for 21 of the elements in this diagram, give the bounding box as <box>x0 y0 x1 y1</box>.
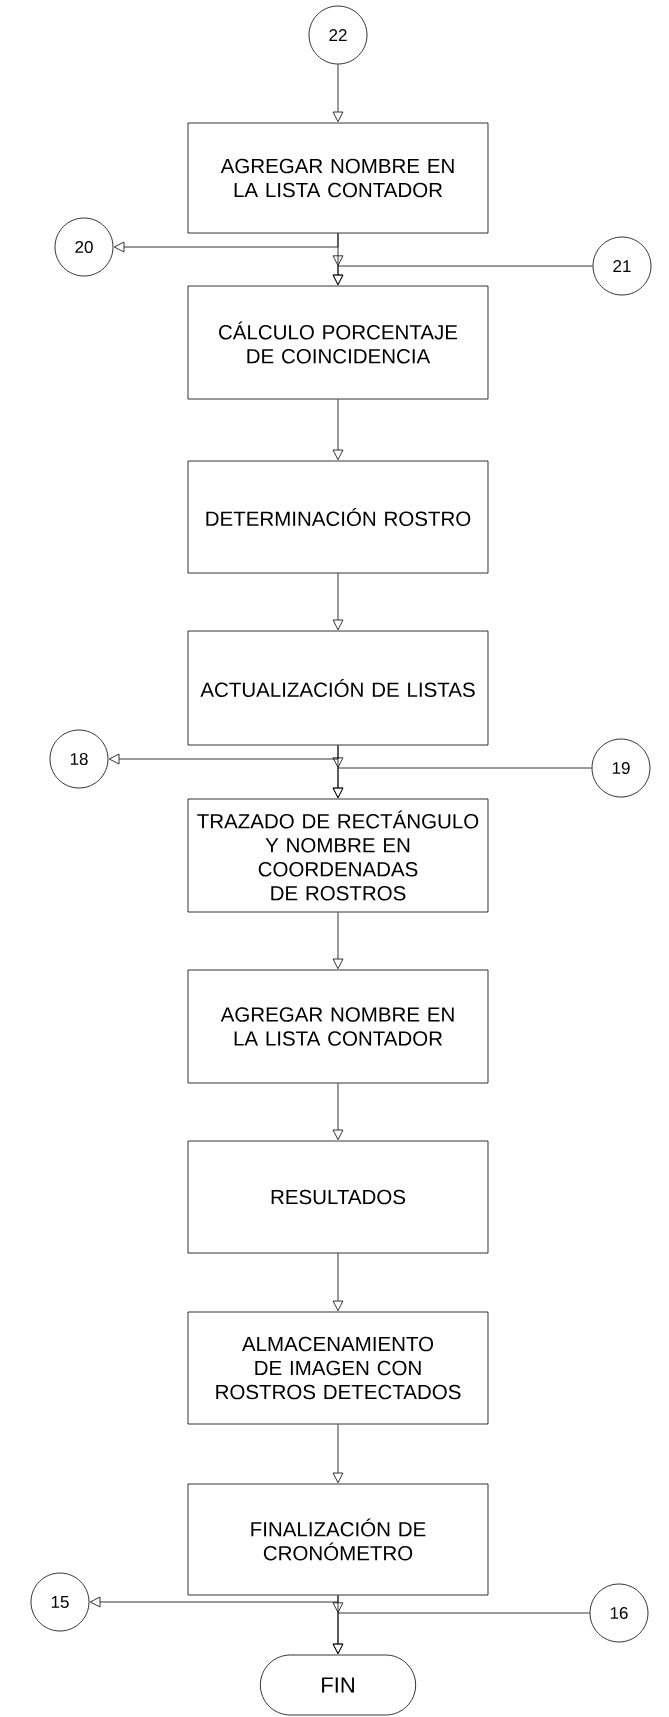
arrow <box>332 1602 590 1655</box>
arrow <box>332 1253 344 1312</box>
process-box: DETERMINACIÓN ROSTRO <box>187 460 489 574</box>
arrow <box>89 1595 339 1608</box>
arrow <box>332 64 344 123</box>
process-box: AGREGAR NOMBRE EN LA LISTA CONTADOR <box>187 969 489 1084</box>
arrow <box>332 255 593 286</box>
arrow <box>332 573 344 631</box>
process-box: AGREGAR NOMBRE EN LA LISTA CONTADOR <box>187 122 489 234</box>
arrow <box>332 1424 344 1484</box>
process-box: RESULTADOS <box>187 1140 489 1254</box>
arrow <box>332 399 344 461</box>
process-box: ACTUALIZACIÓN DE LISTAS <box>187 630 489 746</box>
process-box: CÁLCULO PORCENTAJE DE COINCIDENCIA <box>187 285 489 400</box>
process-box: FINALIZACIÓN DE CRONÓMETRO <box>187 1483 489 1596</box>
arrow <box>332 912 344 970</box>
arrow <box>332 757 592 799</box>
terminator: FIN <box>259 1654 417 1716</box>
arrow <box>332 1083 344 1141</box>
process-box: TRAZADO DE RECTÁNGULO Y NOMBRE EN COORDENADAS DE ROSTROS <box>187 798 489 913</box>
process-box: ALMACENAMIENTO DE IMAGEN CON ROSTROS DETECTADOS <box>187 1311 489 1425</box>
